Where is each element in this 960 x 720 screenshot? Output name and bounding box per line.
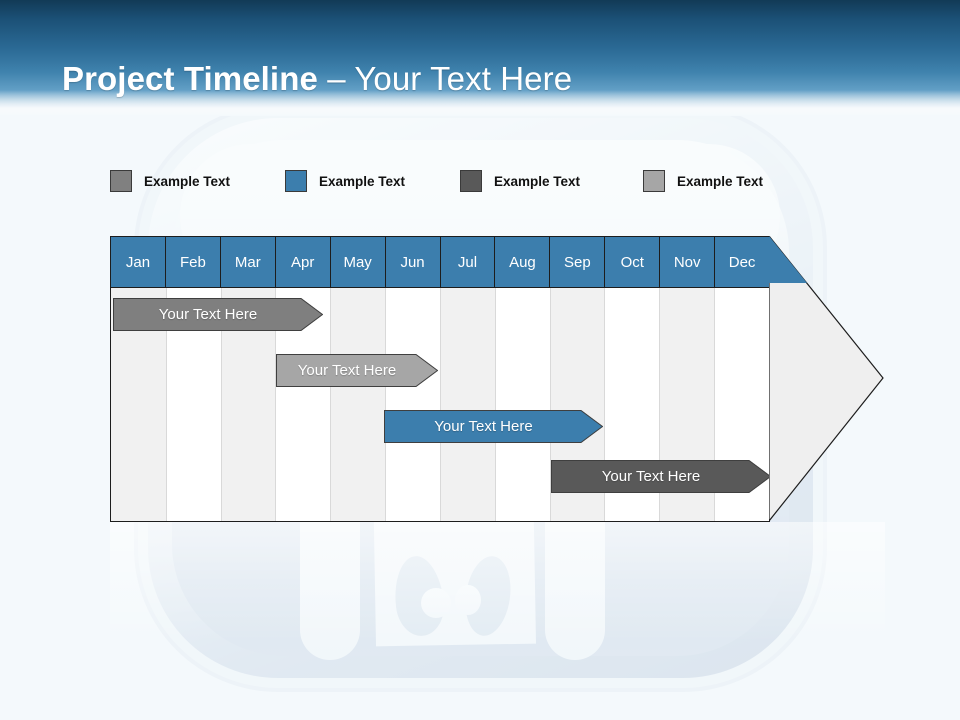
watermark-bean-notch-left <box>421 588 451 618</box>
task-bar-label: Your Text Here <box>434 418 533 435</box>
month-header-jul[interactable]: Jul <box>440 237 496 287</box>
legend-item-label: Example Text <box>144 173 231 189</box>
legend-item-label: Example Text <box>677 173 764 189</box>
column-separator <box>439 237 441 521</box>
task-bar-label: Your Text Here <box>297 362 397 379</box>
legend-item-1[interactable]: Example Text <box>110 168 230 194</box>
month-header-may[interactable]: May <box>330 237 386 287</box>
column-separator <box>604 237 606 521</box>
legend-swatch-icon <box>460 170 482 192</box>
column-separator <box>220 237 222 521</box>
legend-item-4[interactable]: Example Text <box>643 168 763 194</box>
task-bar-1[interactable]: Your Text Here <box>113 298 323 331</box>
month-header-jan[interactable]: Jan <box>111 237 166 287</box>
month-header-nov[interactable]: Nov <box>660 237 716 287</box>
task-bar-label: Your Text Here <box>601 468 701 485</box>
month-header-mar[interactable]: Mar <box>220 237 276 287</box>
task-bar-label: Your Text Here <box>158 306 258 323</box>
legend-item-label: Example Text <box>319 173 406 189</box>
chart-column-dec <box>714 237 769 521</box>
month-header-feb[interactable]: Feb <box>165 237 221 287</box>
legend-swatch-icon <box>110 170 132 192</box>
column-separator <box>275 237 277 521</box>
title-band: Project Timeline – Your Text Here <box>0 0 960 116</box>
task-bar-2[interactable]: Your Text Here <box>276 354 438 387</box>
column-separator <box>549 237 551 521</box>
legend-item-label: Example Text <box>494 173 581 189</box>
page-title: Project Timeline – Your Text Here <box>62 60 572 98</box>
legend-swatch-icon <box>643 170 665 192</box>
watermark-bean-notch-right <box>455 585 481 615</box>
page-title-light: – Your Text Here <box>317 60 573 97</box>
column-separator <box>659 237 661 521</box>
chart-column-aug <box>494 237 550 521</box>
watermark-bean-right <box>460 553 516 639</box>
watermark-bean-left <box>391 554 447 639</box>
column-separator <box>714 237 716 521</box>
legend-item-2[interactable]: Example Text <box>285 168 405 194</box>
chart-column-oct <box>604 237 659 521</box>
month-header-underline <box>111 287 769 288</box>
page-title-bold: Project Timeline <box>62 60 318 97</box>
month-header-sep[interactable]: Sep <box>550 237 606 287</box>
task-bar-4[interactable]: Your Text Here <box>551 460 771 493</box>
month-header-dec[interactable]: Dec <box>715 237 770 287</box>
timeline-arrowhead <box>769 236 884 522</box>
legend-item-3[interactable]: Example Text <box>460 168 580 194</box>
task-bar-3[interactable]: Your Text Here <box>384 410 603 443</box>
column-separator <box>494 237 496 521</box>
chart-reflection <box>110 522 885 642</box>
month-header-aug[interactable]: Aug <box>495 237 551 287</box>
legend: Example Text Example Text Example Text Exam… <box>110 168 830 194</box>
legend-swatch-icon <box>285 170 307 192</box>
month-header-apr[interactable]: Apr <box>275 237 331 287</box>
chart-column-feb <box>165 237 221 521</box>
title-band-sheen <box>0 90 960 116</box>
column-separator <box>165 237 167 521</box>
month-header-jun[interactable]: Jun <box>385 237 441 287</box>
month-header-oct[interactable]: Oct <box>605 237 661 287</box>
chart-column-apr <box>275 237 330 521</box>
